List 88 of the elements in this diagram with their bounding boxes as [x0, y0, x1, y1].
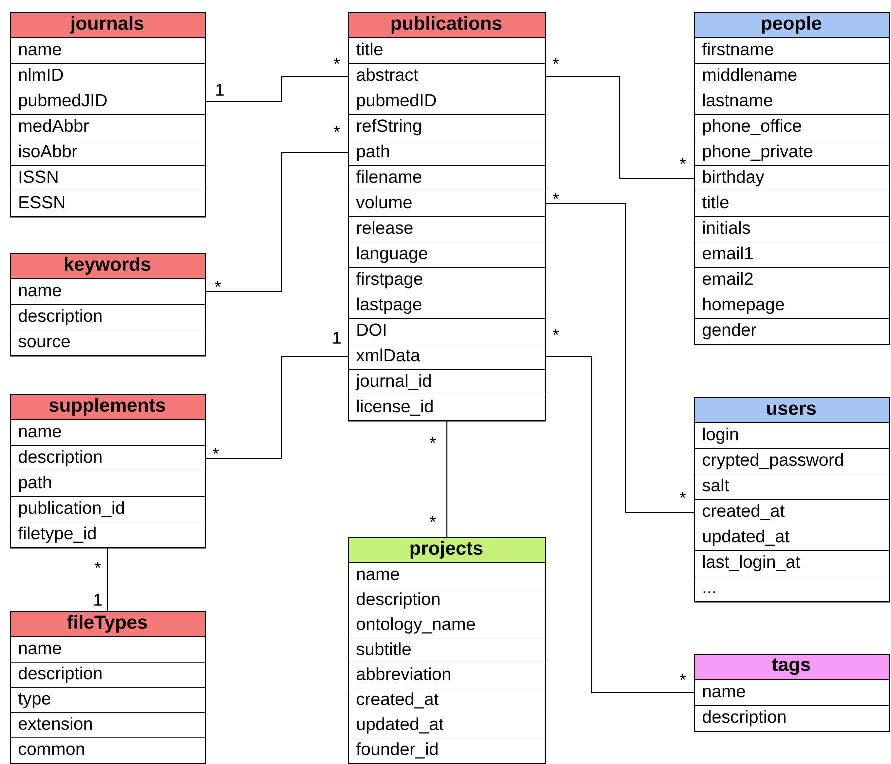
field-row: isoAbbr — [10, 140, 206, 166]
field-row: journal_id — [348, 370, 546, 396]
connector-line — [545, 356, 694, 694]
field-row: lastpage — [348, 293, 546, 319]
field-row: filetype_id — [10, 522, 206, 548]
field-row: salt — [694, 474, 890, 500]
field-row: created_at — [694, 500, 890, 526]
field-row: ISSN — [10, 166, 206, 192]
connector-line — [107, 548, 108, 612]
field-row: description — [348, 588, 546, 614]
field-row: title — [348, 38, 546, 64]
field-row: updated_at — [348, 713, 546, 738]
field-row: firstname — [694, 38, 890, 64]
multiplicity-label: * — [430, 437, 436, 444]
field-row: crypted_password — [694, 448, 890, 474]
multiplicity-label: * — [680, 492, 686, 498]
field-row: gender — [694, 318, 890, 344]
connector-line — [545, 204, 694, 513]
field-row: founder_id — [348, 738, 546, 764]
field-row: initials — [694, 216, 890, 242]
field-row: pubmedJID — [10, 89, 206, 115]
multiplicity-label: * — [212, 448, 220, 454]
field-row: email1 — [694, 242, 890, 268]
field-row: login — [694, 423, 890, 449]
connector-line — [205, 356, 348, 459]
connector-line — [205, 76, 348, 102]
field-row: birthday — [694, 166, 890, 192]
field-row: ontology_name — [348, 613, 546, 638]
connector-line — [446, 421, 448, 538]
field-row: lastname — [694, 89, 890, 115]
connector-line — [205, 152, 348, 292]
field-row: license_id — [348, 395, 546, 421]
field-row: description — [10, 446, 206, 472]
field-row: middlename — [694, 64, 890, 90]
multiplicity-label: * — [334, 126, 340, 132]
field-row: created_at — [348, 688, 546, 714]
field-row: abstract — [348, 64, 546, 90]
field-row: common — [10, 738, 206, 764]
multiplicity-label: * — [680, 158, 686, 164]
field-row: extension — [10, 712, 206, 738]
field-row: description — [694, 706, 890, 732]
field-row: pubmedID — [348, 89, 546, 115]
field-row: name — [694, 680, 890, 706]
multiplicity-label: * — [94, 562, 102, 568]
field-row: phone_office — [694, 114, 890, 140]
field-row: ... — [694, 576, 890, 602]
field-row: name — [10, 38, 206, 64]
field-row: DOI — [348, 318, 546, 344]
field-row: xmlData — [348, 344, 546, 370]
field-row: source — [10, 330, 206, 356]
multiplicity-label: * — [214, 281, 222, 288]
field-row: firstpage — [348, 268, 546, 294]
field-row: language — [348, 242, 546, 268]
multiplicity-label: * — [552, 329, 560, 336]
field-row: description — [10, 304, 206, 330]
multiplicity-label: * — [552, 193, 560, 200]
field-row: subtitle — [348, 638, 546, 664]
field-row: ESSN — [10, 191, 206, 217]
field-row: updated_at — [694, 525, 890, 551]
multiplicity-label: * — [430, 516, 436, 522]
field-row: nlmID — [10, 64, 206, 90]
field-row: name — [10, 420, 206, 446]
connector-line — [545, 76, 694, 179]
multiplicity-label: * — [680, 674, 686, 680]
multiplicity-label: * — [552, 58, 560, 64]
field-row: email2 — [694, 268, 890, 294]
multiplicity-label: 1 — [94, 594, 102, 606]
multiplicity-label: 1 — [334, 332, 341, 344]
field-row: description — [10, 662, 206, 688]
field-row: medAbbr — [10, 114, 206, 140]
field-row: last_login_at — [694, 550, 890, 576]
multiplicity-label: * — [334, 58, 340, 64]
field-row: path — [10, 471, 206, 497]
field-row: name — [10, 279, 206, 305]
field-row: filename — [348, 166, 546, 192]
field-row: name — [10, 637, 206, 663]
field-row: path — [348, 140, 546, 166]
field-row: publication_id — [10, 496, 206, 522]
field-row: refString — [348, 114, 546, 140]
field-row: name — [348, 563, 546, 588]
field-row: phone_private — [694, 140, 890, 166]
multiplicity-label: 1 — [216, 84, 224, 96]
field-row: homepage — [694, 293, 890, 319]
field-row: volume — [348, 191, 546, 217]
field-row: abbreviation — [348, 663, 546, 688]
field-row: type — [10, 687, 206, 714]
field-row: title — [694, 191, 890, 217]
field-row: release — [348, 216, 546, 242]
